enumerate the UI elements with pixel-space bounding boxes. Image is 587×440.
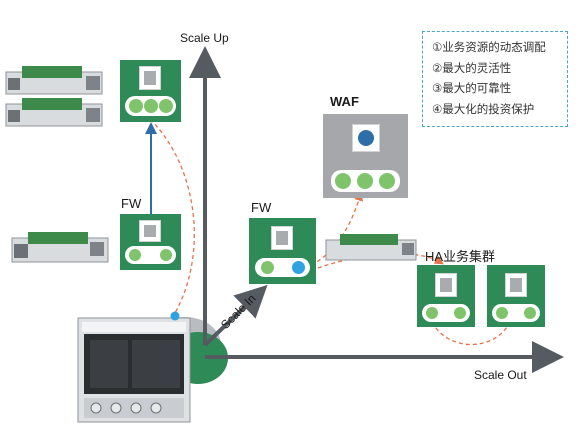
scale-out-label: Scale Out [474, 368, 527, 382]
legend-item: ①业务资源的动态调配 [432, 40, 546, 54]
fw-left-label: FW [121, 196, 142, 211]
port-dot [379, 173, 395, 189]
port-dot [357, 173, 373, 189]
port-strip [422, 304, 470, 322]
port-dot [261, 261, 274, 274]
chassis-status-dot [170, 311, 180, 321]
port-strip [492, 304, 540, 322]
waf-label: WAF [330, 94, 359, 109]
firewall-icon [139, 66, 161, 90]
fw-mid-label: FW [251, 200, 272, 215]
port-strip [125, 246, 176, 264]
port-dot [160, 249, 172, 261]
legend-item: ②最大的灵活性 [432, 60, 512, 75]
firewall-icon [435, 273, 457, 297]
line-card-right [325, 234, 417, 261]
fw-card-mid [249, 218, 316, 284]
port-strip [125, 96, 176, 116]
port-dot [159, 99, 173, 113]
port-dot [129, 249, 141, 261]
link-fw-to-ha [317, 253, 444, 269]
port-dot [426, 307, 438, 319]
port-dot [524, 307, 536, 319]
waf-card [323, 114, 408, 198]
ha-card-2 [487, 265, 545, 327]
ha-cluster-label: HA业务集群 [425, 249, 496, 264]
legend-item: ④最大化的投资保护 [432, 101, 535, 116]
line-card-top-2 [5, 98, 103, 127]
ha-card-1 [417, 265, 475, 327]
port-dot [496, 307, 508, 319]
scale-up-label: Scale Up [180, 31, 229, 45]
firewall-icon [271, 226, 293, 250]
port-dot [335, 173, 351, 189]
scale-in-axis [203, 284, 268, 347]
firewall-icon [139, 220, 161, 242]
port-dot [454, 307, 466, 319]
fw-card-left [120, 214, 181, 270]
line-card-top-1 [5, 66, 103, 95]
link-ha-cluster [431, 321, 511, 345]
port-dot [144, 99, 158, 113]
port-strip [331, 170, 400, 192]
port-dot-active [292, 261, 305, 274]
chassis-device [77, 317, 191, 423]
port-strip [255, 258, 310, 277]
line-card-mid [11, 232, 109, 263]
firewall-icon [505, 273, 527, 297]
fw-card-top [120, 60, 181, 122]
link-chassis-to-top-fw [150, 119, 195, 319]
feature-legend: ①业务资源的动态调配 ②最大的灵活性 ③最大的可靠性 ④最大化的投资保护 [422, 31, 568, 127]
waf-shield-icon [352, 124, 380, 152]
port-dot [129, 99, 143, 113]
legend-item: ③最大的可靠性 [432, 81, 512, 95]
